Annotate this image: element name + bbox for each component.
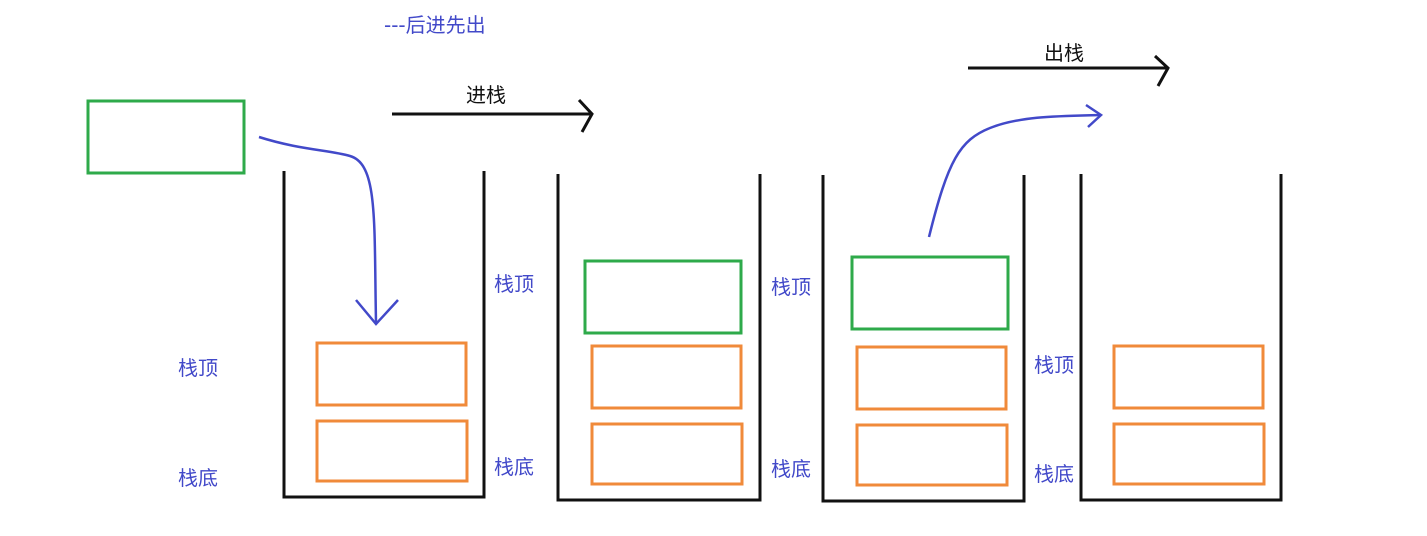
incoming-element <box>86 99 246 175</box>
push-curve-arrow <box>258 135 399 326</box>
stack-element <box>855 345 1008 411</box>
stack-bottom-label: 栈底 <box>771 457 811 481</box>
stack-element <box>1112 422 1266 486</box>
stack-element <box>1112 344 1265 410</box>
stack-container <box>556 174 762 502</box>
stack-element-new <box>583 259 743 335</box>
pop-curve-arrow <box>927 103 1104 238</box>
push-arrow <box>392 98 594 133</box>
stack-element <box>590 422 744 486</box>
stack-container <box>282 171 486 499</box>
stack-element-new <box>850 255 1010 331</box>
stack-container <box>1079 174 1283 502</box>
stack-top-label: 栈顶 <box>771 275 811 299</box>
stack-top-label: 栈顶 <box>178 356 218 380</box>
stack-bottom-label: 栈底 <box>178 466 218 490</box>
stack-element <box>855 423 1009 487</box>
diagram-title: ---后进先出 <box>384 13 486 37</box>
stack-3 <box>821 175 1026 503</box>
pop-label: 出栈 <box>1044 41 1084 65</box>
stack-element <box>315 419 469 483</box>
stack-bottom-label: 栈底 <box>1034 462 1074 486</box>
stack-2 <box>556 174 762 502</box>
push-label: 进栈 <box>466 83 506 107</box>
stack-element <box>315 341 468 407</box>
stack-container <box>821 175 1026 503</box>
stack-4 <box>1079 174 1283 502</box>
pop-arrow <box>968 54 1170 87</box>
stack-top-label: 栈顶 <box>494 272 534 296</box>
stack-element <box>590 344 743 410</box>
stack-1 <box>282 171 486 499</box>
stack-top-label: 栈顶 <box>1034 353 1074 377</box>
stack-bottom-label: 栈底 <box>494 455 534 479</box>
